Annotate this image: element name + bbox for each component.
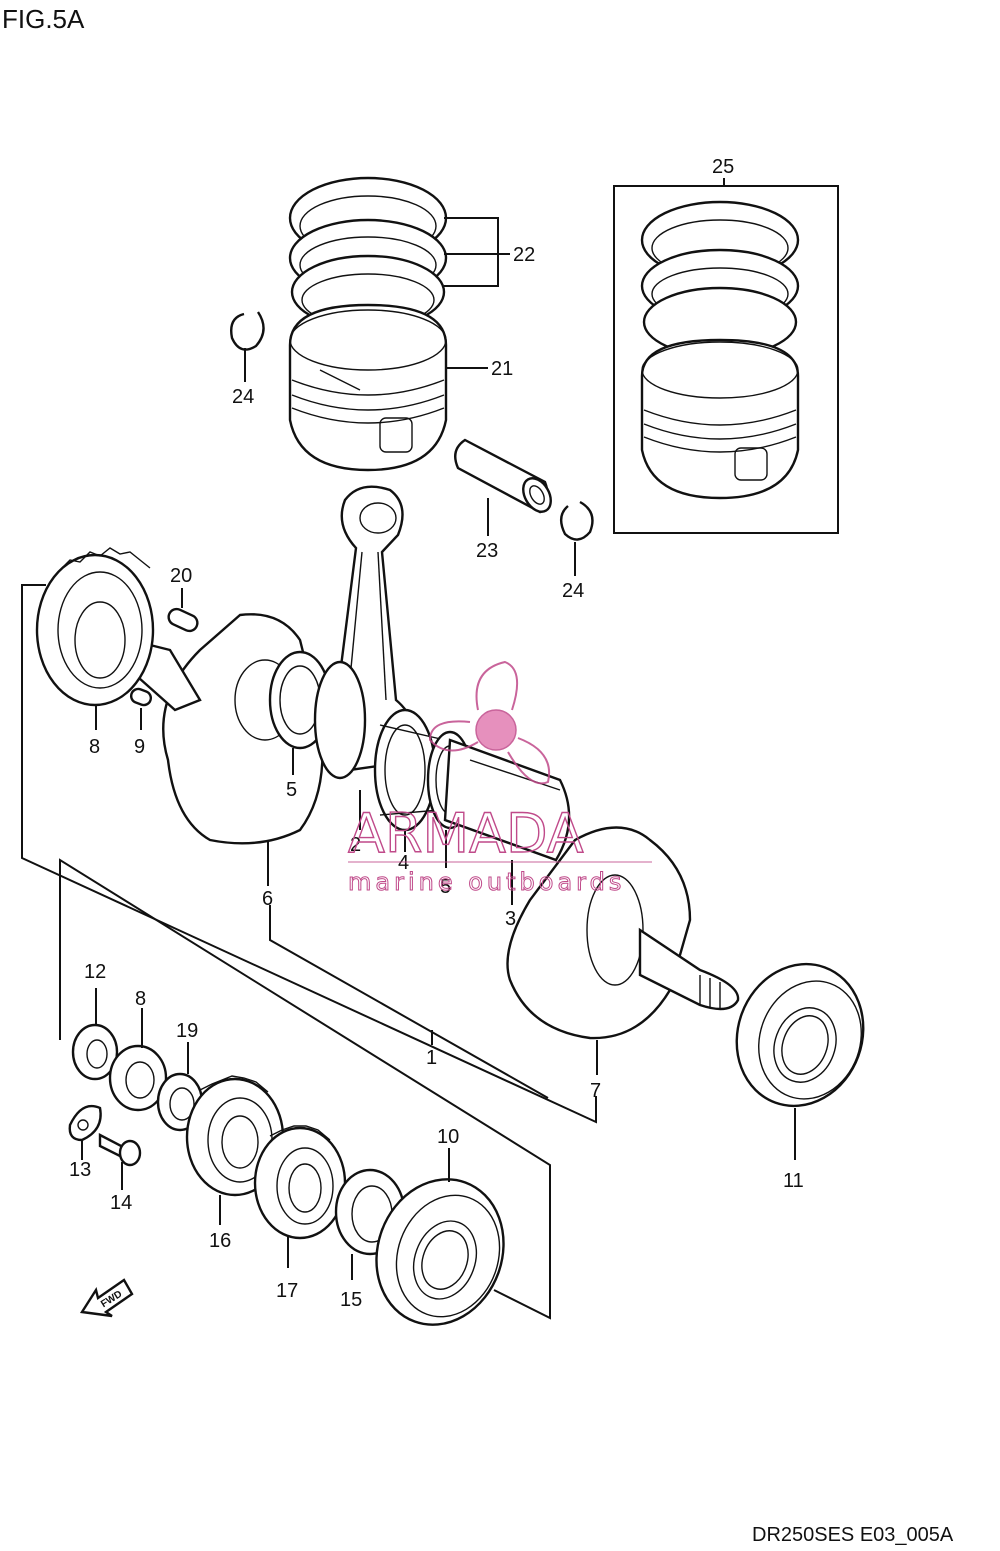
circlip-left [230,311,265,351]
piston-set-25 [640,200,800,500]
watermark-logo-icon [428,660,551,785]
callout-1: 1 [426,1047,437,1069]
gear-8-upper [35,547,155,707]
callout-11: 11 [783,1170,804,1192]
callout-16: 16 [209,1230,231,1252]
callout-8-upper: 8 [89,736,100,758]
callout-19: 19 [176,1020,198,1042]
bearing-10 [375,1178,505,1326]
callout-5-right: 5 [440,876,451,898]
callout-23: 23 [476,540,498,562]
callout-3: 3 [505,908,516,930]
figure-title: FIG.5A [2,4,85,34]
callout-2: 2 [350,834,361,856]
piston-set-box [613,185,839,534]
callout-10: 10 [437,1126,459,1148]
callout-24-right: 24 [562,580,584,602]
callout-5-left: 5 [286,779,297,801]
callout-24-left: 24 [232,386,254,408]
watermark-brand: ARMADA [348,802,584,865]
callout-14: 14 [110,1192,132,1214]
callout-12: 12 [84,961,106,983]
callout-7: 7 [590,1080,601,1102]
crankshaft-right [506,826,740,1040]
callout-9: 9 [134,736,145,758]
crankshaft-left [128,613,332,845]
nut-12 [71,1023,119,1081]
callout-8-lower: 8 [135,988,146,1010]
callout-6: 6 [262,888,273,910]
spacer-8-lower [108,1044,168,1112]
figure-code: DR250SES E03_005A [752,1524,954,1546]
piston-pin [454,438,552,514]
callout-17: 17 [276,1280,298,1302]
bearing-11 [735,962,865,1108]
crankshaft-main [443,738,571,862]
pin-20 [167,607,199,633]
callout-4: 4 [398,852,409,874]
circlip-right [560,500,594,541]
callout-22: 22 [513,244,535,266]
fwd-arrow-icon: FWD [79,1278,134,1318]
watermark-tagline: marine outboards [348,868,625,896]
piston [288,303,448,472]
screw-14 [98,1133,142,1167]
callout-25: 25 [712,156,734,178]
gear-17 [253,1125,347,1240]
callout-21: 21 [491,358,513,380]
key-9 [129,687,153,707]
callout-20: 20 [170,565,192,587]
callout-15: 15 [340,1289,362,1311]
lockwasher-13 [68,1104,102,1142]
callout-13: 13 [69,1159,91,1181]
